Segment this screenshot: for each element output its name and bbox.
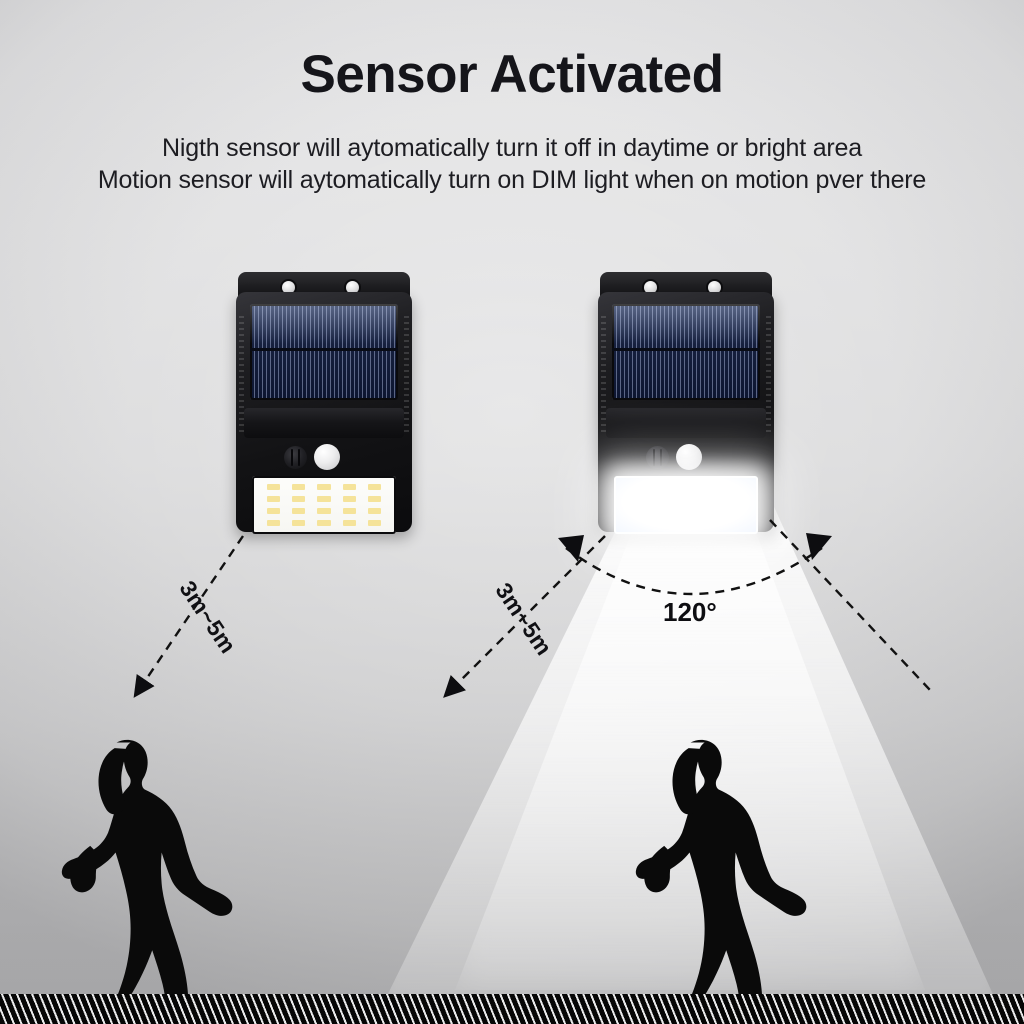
mounting-screw-icon [708, 281, 721, 294]
range-line-right-right [769, 519, 931, 691]
led-panel-off [252, 476, 396, 534]
led-chip [267, 484, 281, 490]
lamp-housing [236, 292, 412, 534]
ground-strip [0, 994, 1024, 1024]
person-silhouette-left [61, 740, 233, 1024]
led-chip [317, 484, 331, 490]
solar-panel [612, 304, 760, 400]
solar-panel [250, 304, 398, 400]
led-chip [317, 508, 331, 514]
light-sensor-icon [646, 446, 669, 469]
detection-angle-label: 120° [663, 597, 717, 627]
led-chip [367, 520, 381, 526]
subtitle-line-2: Motion sensor will aytomatically turn on… [97, 166, 927, 194]
led-chip [317, 496, 331, 502]
pir-motion-sensor-icon [314, 444, 340, 470]
led-chip [292, 520, 306, 526]
housing-texture-left [239, 316, 244, 436]
mounting-screw-icon [282, 281, 295, 294]
led-chip [342, 484, 356, 490]
led-chip [342, 508, 356, 514]
led-chip [367, 484, 381, 490]
housing-mid-band [244, 408, 404, 438]
led-chip [367, 508, 381, 514]
led-grid [262, 482, 386, 528]
led-chip [292, 508, 306, 514]
led-panel-on [614, 476, 758, 534]
subtitle-line-1: Nigth sensor will aytomatically turn it … [162, 134, 862, 162]
led-chip [267, 508, 281, 514]
led-chip [267, 496, 281, 502]
light-sensor-icon [284, 446, 307, 469]
page-title: Sensor Activated [300, 45, 724, 104]
led-chip [367, 496, 381, 502]
person-silhouette-right [635, 740, 807, 1024]
solar-lamp-right[interactable] [594, 272, 778, 548]
range-label-right: 3m~5m [490, 578, 558, 661]
detection-angle-arc [558, 533, 832, 596]
led-chip [342, 520, 356, 526]
range-label-left: 3m~5m [174, 576, 242, 659]
led-chip [292, 496, 306, 502]
solar-lamp-left[interactable] [236, 272, 412, 534]
mounting-screw-icon [346, 281, 359, 294]
led-chip [342, 496, 356, 502]
housing-texture-right [404, 316, 409, 436]
lamp-housing [594, 292, 778, 548]
mounting-screw-icon [644, 281, 657, 294]
housing-texture-left [601, 316, 606, 436]
led-chip [267, 520, 281, 526]
led-chip [292, 484, 306, 490]
housing-mid-band [606, 408, 766, 438]
housing-texture-right [766, 316, 771, 436]
led-chip [317, 520, 331, 526]
pir-motion-sensor-icon [676, 444, 702, 470]
